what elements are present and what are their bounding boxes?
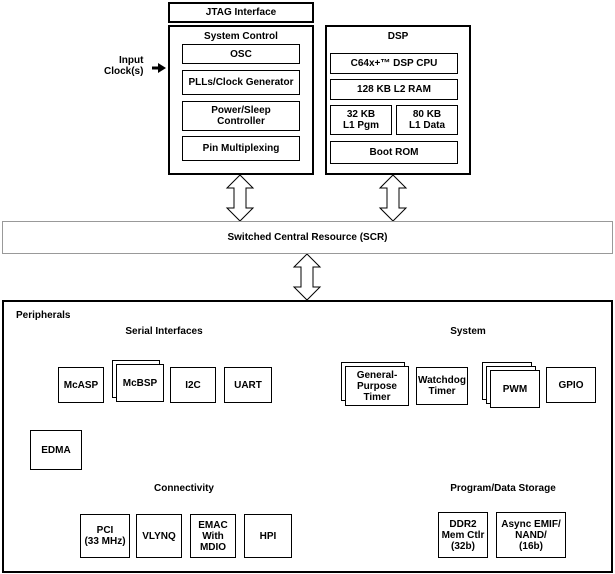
system-control-title: System Control: [204, 31, 278, 42]
pin-mux-block: Pin Multiplexing: [182, 136, 300, 161]
l1-data-block: 80 KB L1 Data: [396, 105, 458, 135]
mcbsp-block: McBSP: [116, 364, 164, 402]
osc-block: OSC: [182, 44, 300, 64]
arrow-scr-peripherals: [292, 253, 322, 301]
input-clock-label: Input Clock(s): [104, 55, 144, 77]
boot-rom-label: Boot ROM: [369, 147, 419, 158]
pin-mux-label: Pin Multiplexing: [202, 143, 280, 154]
dsp-cpu-label: C64x+™ DSP CPU: [350, 58, 438, 69]
gpio-label: GPIO: [558, 379, 584, 391]
l2-ram-block: 128 KB L2 RAM: [330, 79, 458, 100]
input-clock-arrow: [152, 63, 166, 73]
emac-mdio-label: EMAC With MDIO: [198, 519, 228, 553]
general-purpose-timer-label: General- Purpose Timer: [356, 369, 398, 403]
general-purpose-timer-block: General- Purpose Timer: [345, 366, 409, 406]
osc-label: OSC: [230, 48, 252, 60]
power-sleep-label: Power/Sleep Controller: [211, 105, 271, 127]
async-emif-label: Async EMIF/ NAND/ (16b): [501, 518, 561, 552]
system-title: System: [450, 326, 486, 337]
watchdog-timer-block: Watchdog Timer: [416, 367, 468, 405]
l1-pgm-label: 32 KB L1 Pgm: [342, 109, 380, 131]
l1-pgm-block: 32 KB L1 Pgm: [330, 105, 392, 135]
i2c-block: I2C: [170, 367, 216, 403]
connectivity-title: Connectivity: [153, 483, 214, 494]
pwm-label: PWM: [502, 383, 528, 395]
mcasp-label: McASP: [63, 379, 99, 391]
emac-mdio-block: EMAC With MDIO: [190, 514, 236, 558]
pci-label: PCI (33 MHz): [84, 525, 126, 547]
scr-label: Switched Central Resource (SCR): [227, 232, 388, 243]
serial-interfaces-title: Serial Interfaces: [125, 326, 203, 337]
vlynq-label: VLYNQ: [142, 530, 176, 542]
mcasp-block: McASP: [58, 367, 104, 403]
arrow-sysctrl-scr: [225, 174, 255, 222]
dsp-title: DSP: [387, 31, 409, 42]
boot-rom-block: Boot ROM: [330, 141, 458, 164]
i2c-label: I2C: [185, 379, 201, 391]
power-sleep-block: Power/Sleep Controller: [182, 101, 300, 131]
pci-block: PCI (33 MHz): [80, 514, 130, 558]
gpio-block: GPIO: [546, 367, 596, 403]
storage-title: Program/Data Storage: [450, 483, 556, 494]
mcbsp-label: McBSP: [122, 377, 158, 389]
pwm-block: PWM: [490, 370, 540, 408]
watchdog-timer-label: Watchdog Timer: [418, 375, 466, 397]
ddr2-block: DDR2 Mem Ctlr (32b): [438, 512, 488, 558]
uart-block: UART: [224, 367, 272, 403]
l2-ram-label: 128 KB L2 RAM: [357, 84, 431, 95]
uart-label: UART: [234, 379, 262, 391]
jtag-interface-block: JTAG Interface: [168, 2, 314, 23]
vlynq-block: VLYNQ: [136, 514, 182, 558]
hpi-label: HPI: [259, 530, 277, 542]
scr-block: Switched Central Resource (SCR): [2, 221, 613, 254]
pll-block: PLLs/Clock Generator: [182, 70, 300, 95]
peripherals-title: Peripherals: [16, 310, 71, 321]
edma-label: EDMA: [41, 444, 71, 456]
jtag-label: JTAG Interface: [205, 7, 277, 18]
hpi-block: HPI: [244, 514, 292, 558]
arrow-dsp-scr: [378, 174, 408, 222]
edma-block: EDMA: [30, 430, 82, 470]
ddr2-label: DDR2 Mem Ctlr (32b): [441, 518, 485, 552]
pll-label: PLLs/Clock Generator: [188, 77, 294, 88]
dsp-cpu-block: C64x+™ DSP CPU: [330, 53, 458, 74]
l1-data-label: 80 KB L1 Data: [408, 109, 446, 131]
async-emif-block: Async EMIF/ NAND/ (16b): [496, 512, 566, 558]
